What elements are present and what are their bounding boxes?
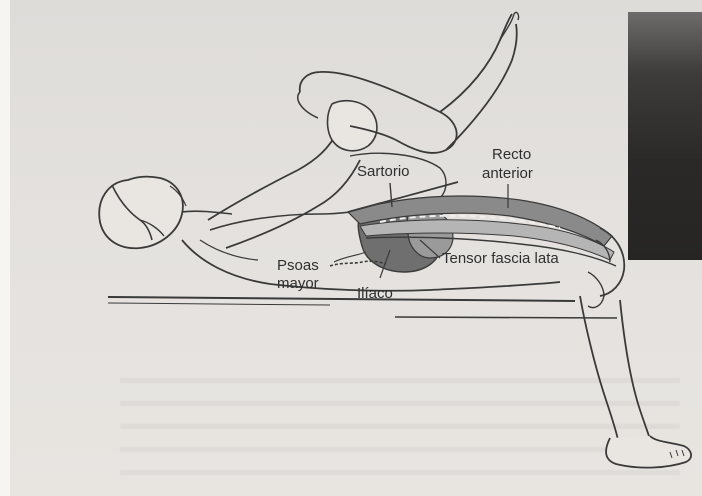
- label-anterior: anterior: [482, 166, 533, 182]
- label-mayor: mayor: [277, 276, 319, 292]
- neck: [182, 211, 232, 214]
- head: [99, 177, 183, 249]
- label-sartorio: Sartorio: [357, 164, 410, 180]
- raised-knee: [298, 92, 318, 118]
- label-psoas: Psoas: [277, 258, 319, 274]
- lower-leg-back: [620, 300, 652, 446]
- knee-joint: [588, 272, 604, 308]
- raised-shin: [440, 14, 512, 112]
- label-tensor-fascia-lata: Tensor fascia lata: [442, 251, 559, 267]
- label-recto: Recto: [492, 147, 531, 163]
- raised-thigh: [300, 72, 457, 153]
- shoulder-line: [200, 240, 258, 260]
- foot: [606, 436, 691, 468]
- table-top-line: [108, 297, 575, 301]
- psoas-detail: [334, 252, 366, 262]
- table-edge-line: [108, 303, 330, 305]
- label-iliaco: Ilíaco: [357, 286, 393, 302]
